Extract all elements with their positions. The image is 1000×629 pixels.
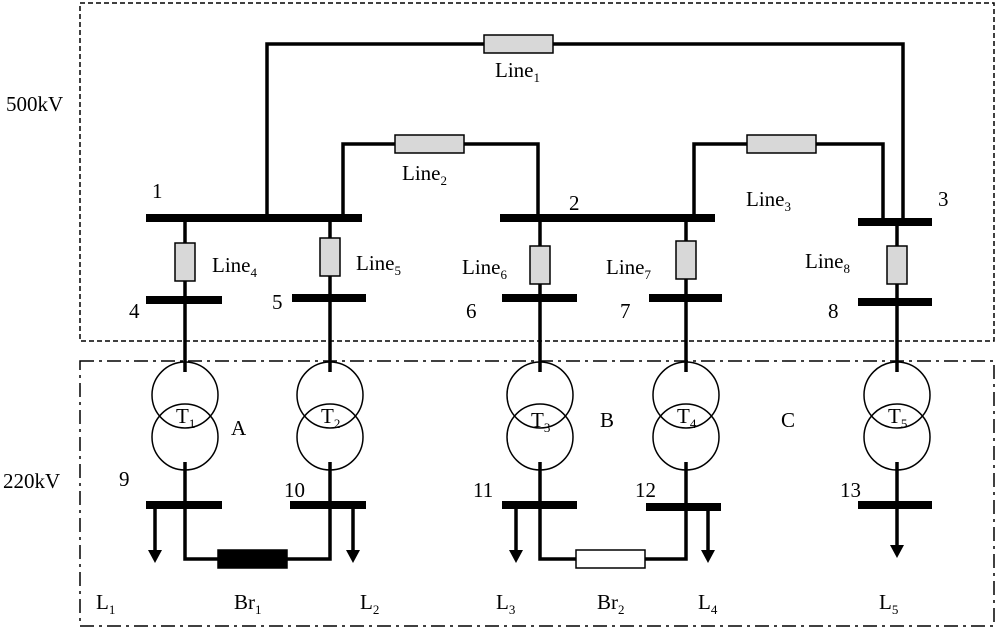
line-label-3: Line3 xyxy=(746,187,791,214)
breaker-label-2: Br2 xyxy=(597,590,625,617)
voltage-label-500kv: 500kV xyxy=(6,92,63,116)
impedance-line1 xyxy=(483,34,554,54)
transformers xyxy=(151,361,931,471)
area-label-c: C xyxy=(781,408,795,432)
transformer-t3 xyxy=(506,361,574,471)
transformer-label-5: T5 xyxy=(888,404,907,431)
wires xyxy=(183,42,905,561)
area-label-a: A xyxy=(231,416,247,440)
transformer-t4 xyxy=(652,361,720,471)
transformer-labels: T1 T2 T3 T4 T5 xyxy=(176,404,907,435)
load-arrow-l4 xyxy=(701,550,715,563)
line-label-8: Line8 xyxy=(805,249,850,276)
breaker-label-1: Br1 xyxy=(234,590,262,617)
bus-label-9: 9 xyxy=(119,467,130,491)
zone-220kv-boundary xyxy=(79,360,995,627)
impedances xyxy=(174,34,908,285)
line-label-6: Line6 xyxy=(462,255,507,282)
bus-label-7: 7 xyxy=(620,299,631,323)
bus-label-12: 12 xyxy=(635,478,656,502)
line-label-4: Line4 xyxy=(212,253,257,280)
wire-line1 xyxy=(265,42,905,222)
load-label-3: L3 xyxy=(496,590,515,617)
buses xyxy=(146,214,932,511)
bus-labels: 1 2 3 4 5 6 7 8 9 10 11 12 13 xyxy=(119,179,949,502)
impedance-line4 xyxy=(174,242,196,282)
load-label-1: L1 xyxy=(96,590,115,617)
transformer-label-3: T3 xyxy=(531,408,550,435)
line-label-7: Line7 xyxy=(606,255,651,282)
bus-label-8: 8 xyxy=(828,299,839,323)
load-labels: L1 L2 L3 L4 L5 xyxy=(96,590,898,617)
voltage-label-220kv: 220kV xyxy=(3,469,60,493)
line-labels: Line1 Line2 Line3 Line4 Line5 Line6 Line… xyxy=(212,58,850,282)
bus-label-11: 11 xyxy=(473,478,493,502)
load-arrow-l2 xyxy=(346,550,360,563)
load-label-4: L4 xyxy=(698,590,718,617)
bus-label-4: 4 xyxy=(129,299,140,323)
zone-500kv-boundary xyxy=(79,2,995,342)
line-label-1: Line1 xyxy=(495,58,540,85)
transformer-label-4: T4 xyxy=(677,404,697,431)
breaker-br2 xyxy=(575,549,646,569)
bus-label-10: 10 xyxy=(284,478,305,502)
impedance-line7 xyxy=(675,240,697,280)
bus-label-2: 2 xyxy=(569,191,580,215)
impedance-line3 xyxy=(746,134,817,154)
transformer-t2 xyxy=(296,361,364,471)
load-arrow-l3 xyxy=(509,550,523,563)
load-arrows xyxy=(148,505,904,563)
transformer-label-2: T2 xyxy=(321,404,340,431)
load-label-5: L5 xyxy=(879,590,898,617)
transformer-t1 xyxy=(151,361,219,471)
impedance-line5 xyxy=(319,237,341,277)
bus-label-5: 5 xyxy=(272,290,283,314)
bus-label-3: 3 xyxy=(938,187,949,211)
bus-label-6: 6 xyxy=(466,299,477,323)
load-arrow-l1 xyxy=(148,550,162,563)
line-label-5: Line5 xyxy=(356,251,401,278)
bus-label-1: 1 xyxy=(152,179,163,203)
bus-label-13: 13 xyxy=(840,478,861,502)
impedance-line2 xyxy=(394,134,465,154)
transformer-label-1: T1 xyxy=(176,404,195,431)
impedance-line8 xyxy=(886,245,908,285)
transformer-t5 xyxy=(863,361,931,471)
area-label-b: B xyxy=(600,408,614,432)
line-label-2: Line2 xyxy=(402,161,447,188)
load-arrow-l5 xyxy=(890,545,904,558)
impedance-line6 xyxy=(529,245,551,285)
load-label-2: L2 xyxy=(360,590,379,617)
breaker-br1 xyxy=(217,549,288,569)
